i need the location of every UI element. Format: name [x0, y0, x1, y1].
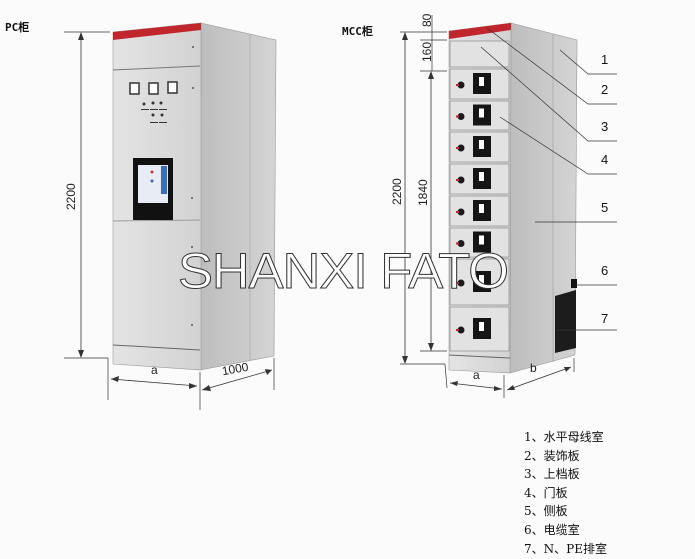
handle-knob-icon: [457, 144, 465, 152]
callout-3: 3: [601, 119, 608, 134]
pc-height-label: 2200: [64, 183, 78, 210]
meter-icon: [167, 81, 178, 94]
drawer-door: [449, 131, 510, 163]
mcc-cabinet: MCC柜 1 2 3 4 5 6 7 80: [342, 13, 617, 398]
callout-4: 4: [601, 152, 608, 167]
watermark: SHANXI FATO: [178, 243, 508, 299]
legend-item: 3、上档板: [524, 467, 580, 482]
mcc-title: MCC柜: [342, 24, 373, 38]
handle-knob-icon: [457, 208, 465, 216]
pc-width-label: a: [151, 363, 158, 377]
drawer-door: [449, 195, 510, 227]
legend-item: 2、装饰板: [524, 448, 580, 463]
legend-item: 5、侧板: [524, 504, 568, 519]
mcc-top-band: [449, 23, 511, 39]
handle-knob-icon: [457, 113, 465, 120]
mcc-width-label: a: [473, 368, 480, 382]
mcc-height-label: 2200: [390, 178, 404, 205]
meter-icon: [129, 82, 140, 95]
pc-top-band: [113, 23, 201, 40]
handle-knob-icon: [457, 326, 465, 334]
callout-lines: [480, 27, 617, 331]
drawer-door: [449, 163, 510, 195]
legend-item: 7、N、PE排室: [524, 541, 607, 556]
callout-7: 7: [601, 311, 608, 326]
mcc-top-label: 80: [420, 13, 434, 27]
mcc-depth-label: b: [530, 361, 537, 375]
drawer-door: [449, 258, 510, 306]
callout-5: 5: [601, 200, 608, 215]
top-baffle: [449, 40, 510, 68]
pc-side-panel: [199, 22, 277, 371]
drawer-door: [449, 100, 510, 131]
legend-item: 6、电缆室: [524, 522, 580, 537]
pc-title: PC柜: [5, 20, 29, 34]
mcc-header-label: 160: [420, 42, 434, 62]
indicator-lights: [141, 101, 167, 123]
drawer-door: [449, 306, 510, 352]
drawer-door: [449, 68, 510, 100]
handle-knob-icon: [457, 176, 465, 184]
mcc-drawer-label: 1840: [416, 179, 430, 206]
cable-chamber-opening: [571, 279, 577, 288]
legend-item: 1、水平母线室: [524, 430, 604, 444]
legend-item: 4、门板: [524, 485, 568, 500]
callout-2: 2: [601, 82, 608, 97]
drawer-door: [449, 227, 510, 258]
callout-6: 6: [601, 263, 608, 278]
meter-icon: [148, 82, 159, 95]
npe-chamber: [555, 290, 576, 353]
pc-cabinet: PC柜 2200 a 1000: [5, 20, 277, 410]
handle-knob-icon: [457, 279, 465, 287]
legend: 1、水平母线室 2、装饰板 3、上档板 4、门板 5、侧板 6、电缆室 7、N、PE排室: [524, 428, 607, 558]
handle-knob-icon: [457, 240, 465, 247]
callout-1: 1: [601, 52, 608, 67]
handle-knob-icon: [457, 81, 465, 89]
pc-depth-label: 1000: [221, 360, 250, 378]
